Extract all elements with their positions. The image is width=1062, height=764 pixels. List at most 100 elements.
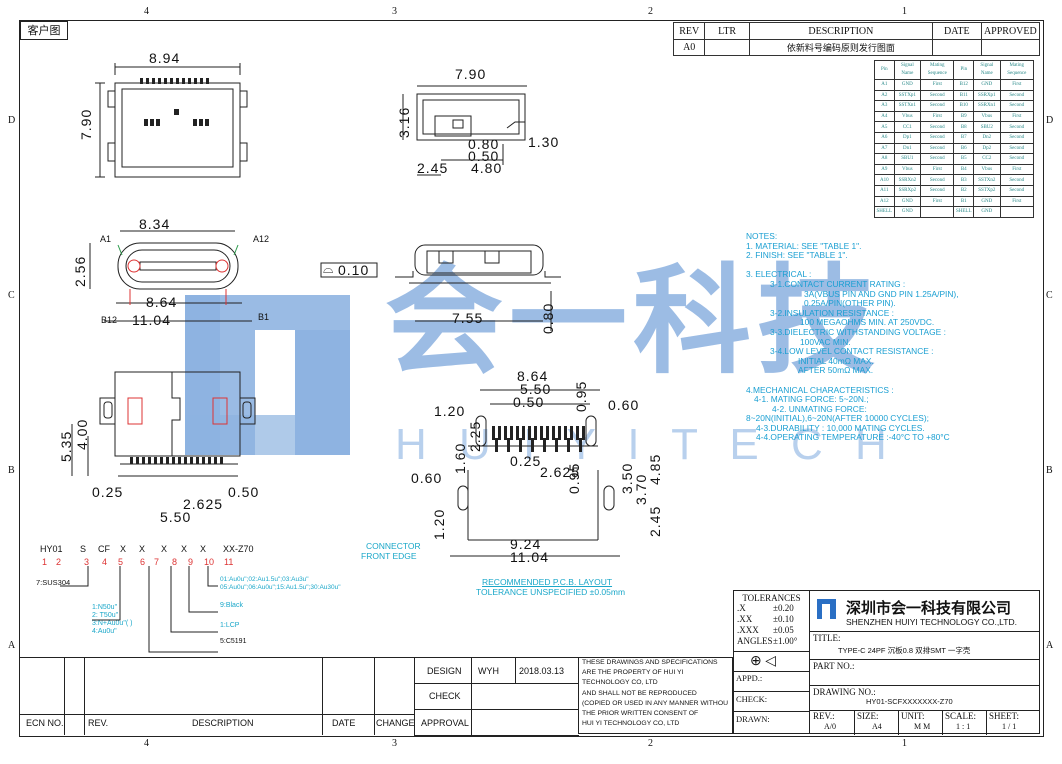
- part-code-index: 7: [154, 557, 160, 567]
- note-line: 4-2. UNMATING FORCE:: [772, 403, 867, 414]
- part-code-segment: XX-Z70: [223, 544, 254, 554]
- pin-table-cell: A11: [874, 184, 895, 197]
- pin-table-cell: [999, 206, 1035, 218]
- tolerance-row: .XXX±0.05: [737, 625, 794, 635]
- pin-table-cell: A5: [874, 121, 895, 133]
- dim-pcb-225: 2.25: [467, 420, 483, 452]
- part-code-index: 11: [224, 557, 234, 567]
- drawing-no-label: DRAWING NO.:: [813, 687, 876, 697]
- sheet-label: SHEET:: [989, 711, 1020, 721]
- projection-symbol: ⊕ ◁: [750, 654, 776, 669]
- description-value: 依新料号编码原则发行图面: [748, 39, 933, 56]
- disclaimer-line: (COPIED OR USED IN ANY MANNER WITHOU: [582, 699, 729, 707]
- plating-options-left: 1:N50u" 2: T50u" 3:N+Au0u"( ) 4:Au0u": [92, 604, 132, 636]
- pin-table-cell: Second: [999, 184, 1035, 197]
- note-line: AFTER 50mΩ MAX.: [798, 365, 874, 376]
- note-line: 3. ELECTRICAL :: [746, 269, 812, 280]
- pin-table-cell: Second: [920, 174, 955, 186]
- part-code-index: 3: [84, 557, 90, 567]
- note-line: 3-1.CONTACT CURRENT RATING :: [770, 278, 906, 289]
- part-code-index: 4: [102, 557, 108, 567]
- dim-pcb-060a: 0.60: [608, 397, 640, 413]
- pin-table-cell: B11: [953, 89, 975, 102]
- ltr-value: [704, 39, 750, 56]
- disclaimer-line: ARE THE PROPERTY OF HUI YI: [582, 669, 684, 677]
- pin-table-cell: SSTXp2: [973, 184, 1001, 197]
- pin-table-cell: SSRXn1: [973, 100, 1001, 112]
- pin-table-cell: SSTXn2: [973, 174, 1001, 186]
- rear-view-drawing: [320, 244, 561, 331]
- pcb-layout-drawing: [450, 389, 620, 557]
- pin-table-cell: A7: [874, 142, 895, 155]
- pin-table-cell: B4: [953, 163, 975, 176]
- pin-table-cell: B2: [953, 184, 975, 197]
- pin-table-cell: B8: [953, 121, 975, 133]
- pin-table-cell: First: [920, 110, 955, 123]
- tolerance-row: ANGLES±1.00°: [737, 636, 798, 646]
- pin-table-cell: A8: [874, 153, 895, 165]
- note-line: 0.25A/PIN(OTHER PIN).: [804, 298, 896, 309]
- pin-table-cell: Dp2: [973, 142, 1001, 155]
- tolerance-row: .XX±0.10: [737, 614, 794, 624]
- part-code-index: 5: [118, 557, 124, 567]
- pin-table-cell: Second: [999, 153, 1035, 165]
- appd-label: APPD.:: [736, 673, 763, 683]
- pin-table-header: Signal Name: [973, 60, 1001, 80]
- pin-table-cell: SSTXp1: [893, 89, 922, 102]
- pin-table-cell: First: [999, 79, 1035, 91]
- approval-area: DESIGN WYH 2018.03.13 CHECK APPROVAL: [414, 657, 579, 736]
- top-view-drawing: [95, 63, 248, 178]
- pin-table-cell: SHELL: [874, 206, 895, 218]
- disclaimer-line: AND SHALL NOT BE REPRODUCED: [582, 689, 697, 697]
- dim-side-height: 3.16: [396, 106, 412, 138]
- part-code-leaders: [60, 566, 218, 653]
- zone-bottom-1: 1: [902, 738, 907, 749]
- dim-rear-height: 0.80: [540, 302, 556, 334]
- note-line: 4.MECHANICAL CHARACTERISTICS :: [746, 384, 894, 395]
- rev-value: A0: [672, 39, 706, 56]
- pin-table-cell: CC1: [893, 121, 922, 133]
- pin-table-cell: Second: [920, 184, 955, 197]
- zone-bottom-2: 2: [648, 738, 653, 749]
- pin-table-cell: GND: [973, 195, 1001, 208]
- pin-table-cell: SSRXn2: [893, 174, 922, 186]
- dim-pcb-864: 8.64: [517, 368, 549, 384]
- title-label: TITLE:: [813, 633, 841, 643]
- pin-table-cell: GND: [893, 206, 922, 218]
- unit-label: UNIT:: [901, 711, 925, 721]
- dim-pcb-095b: 0.95: [566, 462, 582, 494]
- pin-table-cell: A9: [874, 163, 895, 176]
- company-logo-icon: [817, 599, 836, 619]
- zone-top-1: 1: [902, 6, 907, 17]
- pin-table-cell: First: [920, 195, 955, 208]
- pin-table-cell: A10: [874, 174, 895, 186]
- size-label: SIZE:: [857, 711, 879, 721]
- size-value: A4: [872, 722, 882, 731]
- rev-value: A/0: [824, 722, 836, 731]
- pin-table-header: Mating Sequence: [920, 60, 955, 80]
- note-line: 8~20N(INITIAL),6~20N(AFTER 10000 CYCLES)…: [746, 413, 929, 424]
- approved-header: APPROVED: [980, 22, 1041, 40]
- pin-table-cell: GND: [893, 79, 922, 91]
- pin-table-cell: A3: [874, 100, 895, 112]
- ecn-no-header: ECN NO.: [26, 718, 64, 728]
- part-code-index: 10: [204, 557, 215, 567]
- dim-top-width: 8.94: [149, 50, 181, 66]
- plating-opt-3: 3:N+Au0u"( ): [92, 620, 133, 627]
- part-code-segment: X: [181, 544, 188, 554]
- part-code-segment: CF: [98, 544, 110, 554]
- zone-bottom-3: 3: [392, 738, 397, 749]
- title-value: TYPE-C 24PF 沉板0.8 双排SMT 一字壳: [838, 646, 971, 655]
- pin-table-cell: Second: [920, 100, 955, 112]
- note-line: INITIAL 40mΩ MAX.: [798, 355, 874, 366]
- dim-front-w1: 8.34: [139, 216, 171, 232]
- note-line: 100 MEGAOHMS MIN. AT 250VDC.: [800, 317, 935, 328]
- pin-table-cell: First: [999, 110, 1035, 123]
